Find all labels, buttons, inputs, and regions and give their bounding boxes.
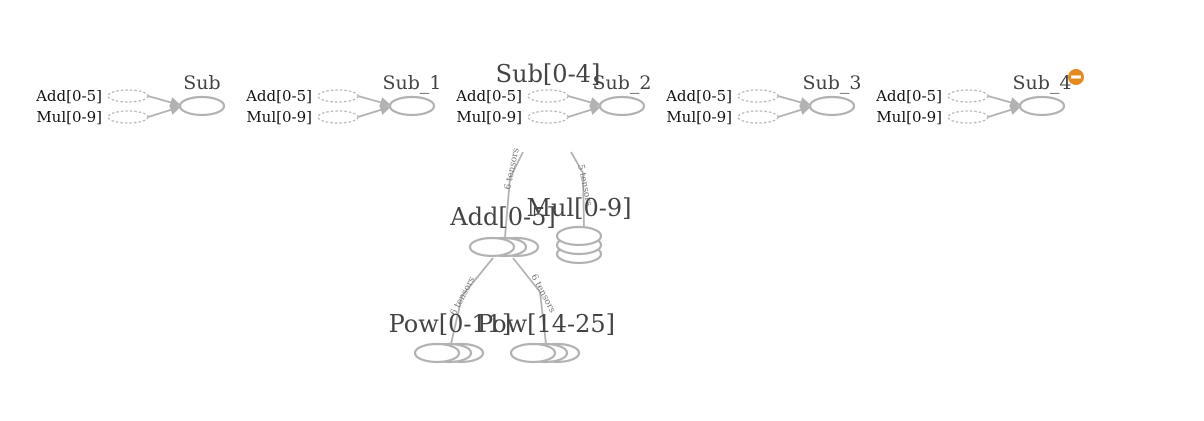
edge-add-to-sub (987, 95, 1022, 108)
mul-series-node[interactable] (555, 225, 603, 265)
mul-stack-front (555, 225, 603, 247)
input-label-mul: Mul[0-9] (666, 108, 732, 126)
edge-mul-to-sub (567, 104, 602, 118)
input-label-mul: Mul[0-9] (876, 108, 942, 126)
ghost-input-node-add (317, 89, 359, 103)
edge-add-to-sub (777, 95, 812, 108)
pow-b-series-node[interactable] (509, 342, 581, 364)
remove-badge-minus (1071, 75, 1081, 79)
sub-op-node[interactable] (598, 95, 646, 117)
input-label-add: Add[0-5] (875, 87, 942, 105)
sub-op-node[interactable] (388, 95, 436, 117)
sub-group-2[interactable]: Add[0-5] Mul[0-9] Sub_2 (455, 72, 651, 126)
edge-add-to-sub (567, 95, 602, 108)
input-label-mul: Mul[0-9] (36, 108, 102, 126)
edge-add-to-pow-b (512, 257, 547, 345)
add-series-node[interactable] (468, 236, 540, 258)
sub-op-node[interactable] (178, 95, 226, 117)
edge-add-to-sub (357, 95, 392, 108)
ghost-input-node-add (527, 89, 569, 103)
ghost-input-node-mul (527, 110, 569, 124)
input-label-add: Add[0-5] (455, 87, 522, 105)
edge-mul-to-sub (777, 104, 812, 118)
input-label-mul: Mul[0-9] (246, 108, 312, 126)
edge-add-to-sub (147, 95, 182, 108)
edge-label-sub-to-add: 6 tensors (503, 147, 522, 191)
add-series-label: Add[0-5] (449, 203, 555, 231)
sub-op-node[interactable] (808, 95, 856, 117)
sub-group-0[interactable]: Add[0-5] Mul[0-9] Sub (35, 72, 226, 126)
input-label-add: Add[0-5] (665, 87, 732, 105)
edge-sub-to-mul (570, 151, 585, 229)
ghost-input-node-mul (947, 110, 989, 124)
sub-node-title: Sub_1 (382, 72, 441, 94)
edge-add-to-pow-a (450, 257, 494, 345)
pow-a-series-node[interactable] (413, 342, 485, 364)
input-label-add: Add[0-5] (245, 87, 312, 105)
sub-group-4[interactable]: Add[0-5] Mul[0-9] Sub_4 (875, 69, 1084, 126)
ghost-input-node-mul (107, 110, 149, 124)
ghost-input-node-mul (317, 110, 359, 124)
sub-group-1[interactable]: Add[0-5] Mul[0-9] Sub_1 (245, 72, 441, 126)
edge-mul-to-sub (357, 104, 392, 118)
pow-b-series-label: Pow[14-25] (477, 310, 615, 338)
pow-a-stack-front (413, 342, 461, 364)
mul-series-label: Mul[0-9] (526, 194, 631, 222)
remove-icon[interactable] (1068, 69, 1084, 85)
sub-op-node[interactable] (1018, 95, 1066, 117)
ghost-input-node-add (737, 89, 779, 103)
pow-b-stack-front (509, 342, 557, 364)
pow-a-series-label: Pow[0-11] (389, 310, 512, 338)
ghost-input-node-mul (737, 110, 779, 124)
sub-node-title: Sub_2 (592, 72, 651, 94)
edge-mul-to-sub (987, 104, 1022, 118)
sub-group-3[interactable]: Add[0-5] Mul[0-9] Sub_3 (665, 72, 861, 126)
sub-node-title: Sub_3 (802, 72, 861, 94)
sub-series-label: Sub[0-4] (496, 60, 601, 88)
edge-mul-to-sub (147, 104, 182, 118)
sub-node-title: Sub (183, 72, 220, 94)
ghost-input-node-add (947, 89, 989, 103)
input-label-add: Add[0-5] (35, 87, 102, 105)
ghost-input-node-add (107, 89, 149, 103)
sub-node-title: Sub_4 (1012, 72, 1071, 94)
edge-sub-to-add (504, 151, 524, 238)
input-label-mul: Mul[0-9] (456, 108, 522, 126)
add-stack-front (468, 236, 516, 258)
